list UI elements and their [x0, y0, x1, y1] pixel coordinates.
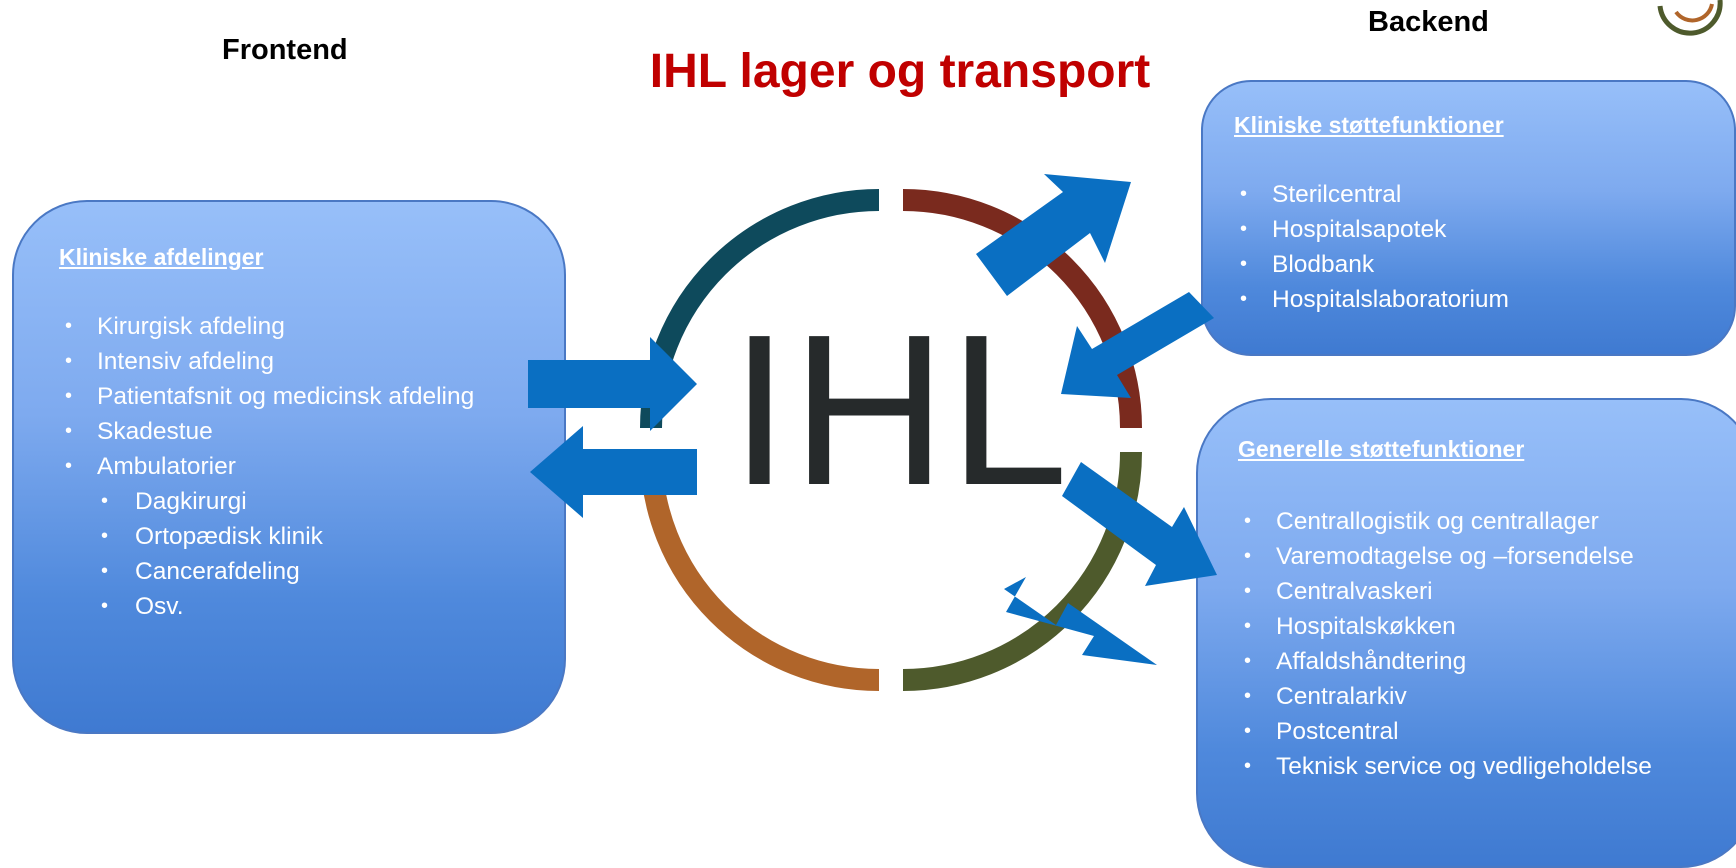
- backend-header: Backend: [1368, 6, 1489, 38]
- list-item: Patientafsnit og medicinsk afdeling: [59, 379, 474, 414]
- list-subitem: Cancerafdeling: [59, 554, 474, 589]
- list-item: Kirurgisk afdeling: [59, 309, 474, 344]
- list-item: Postcentral: [1238, 714, 1652, 749]
- right-top-box-list: Sterilcentral Hospitalsapotek Blodbank H…: [1234, 177, 1509, 317]
- list-item: Hospitalsapotek: [1234, 212, 1509, 247]
- logo-corner-icon: [1657, 0, 1723, 36]
- list-subitem: Dagkirurgi: [59, 484, 474, 519]
- list-item: Intensiv afdeling: [59, 344, 474, 379]
- list-item: Sterilcentral: [1234, 177, 1509, 212]
- list-item: Centrallogistik og centrallager: [1238, 504, 1652, 539]
- logo-corner-icon-accent: [1674, 3, 1714, 23]
- right-bottom-box-title: Generelle støttefunktioner: [1238, 436, 1525, 462]
- right-bottom-box-general-support: Generelle støttefunktioner Centrallogist…: [1196, 398, 1736, 868]
- left-box-list: Kirurgisk afdeling Intensiv afdeling Pat…: [59, 309, 474, 624]
- page-title: IHL lager og transport: [649, 45, 1151, 98]
- list-item: Skadestue: [59, 414, 474, 449]
- list-item: Centralvaskeri: [1238, 574, 1652, 609]
- list-subitem: Osv.: [59, 589, 474, 624]
- list-item: Hospitalskøkken: [1238, 609, 1652, 644]
- list-item: Centralarkiv: [1238, 679, 1652, 714]
- list-subitem: Ortopædisk klinik: [59, 519, 474, 554]
- list-item: Hospitalslaboratorium: [1234, 282, 1509, 317]
- list-item: Ambulatorier: [59, 449, 474, 484]
- list-item: Teknisk service og vedligeholdelse: [1238, 749, 1652, 784]
- left-box-title: Kliniske afdelinger: [59, 244, 264, 270]
- ihl-center-label: IHL: [729, 289, 1071, 530]
- right-top-box-clinical-support: Kliniske støttefunktioner Sterilcentral …: [1201, 80, 1736, 356]
- list-item: Blodbank: [1234, 247, 1509, 282]
- list-item: Affaldshåndtering: [1238, 644, 1652, 679]
- right-bottom-box-list: Centrallogistik og centrallager Varemodt…: [1238, 504, 1652, 784]
- right-top-box-title: Kliniske støttefunktioner: [1234, 112, 1504, 138]
- left-box-clinical-departments: Kliniske afdelinger Kirurgisk afdeling I…: [12, 200, 566, 734]
- list-item: Varemodtagelse og –forsendelse: [1238, 539, 1652, 574]
- frontend-header: Frontend: [222, 34, 348, 66]
